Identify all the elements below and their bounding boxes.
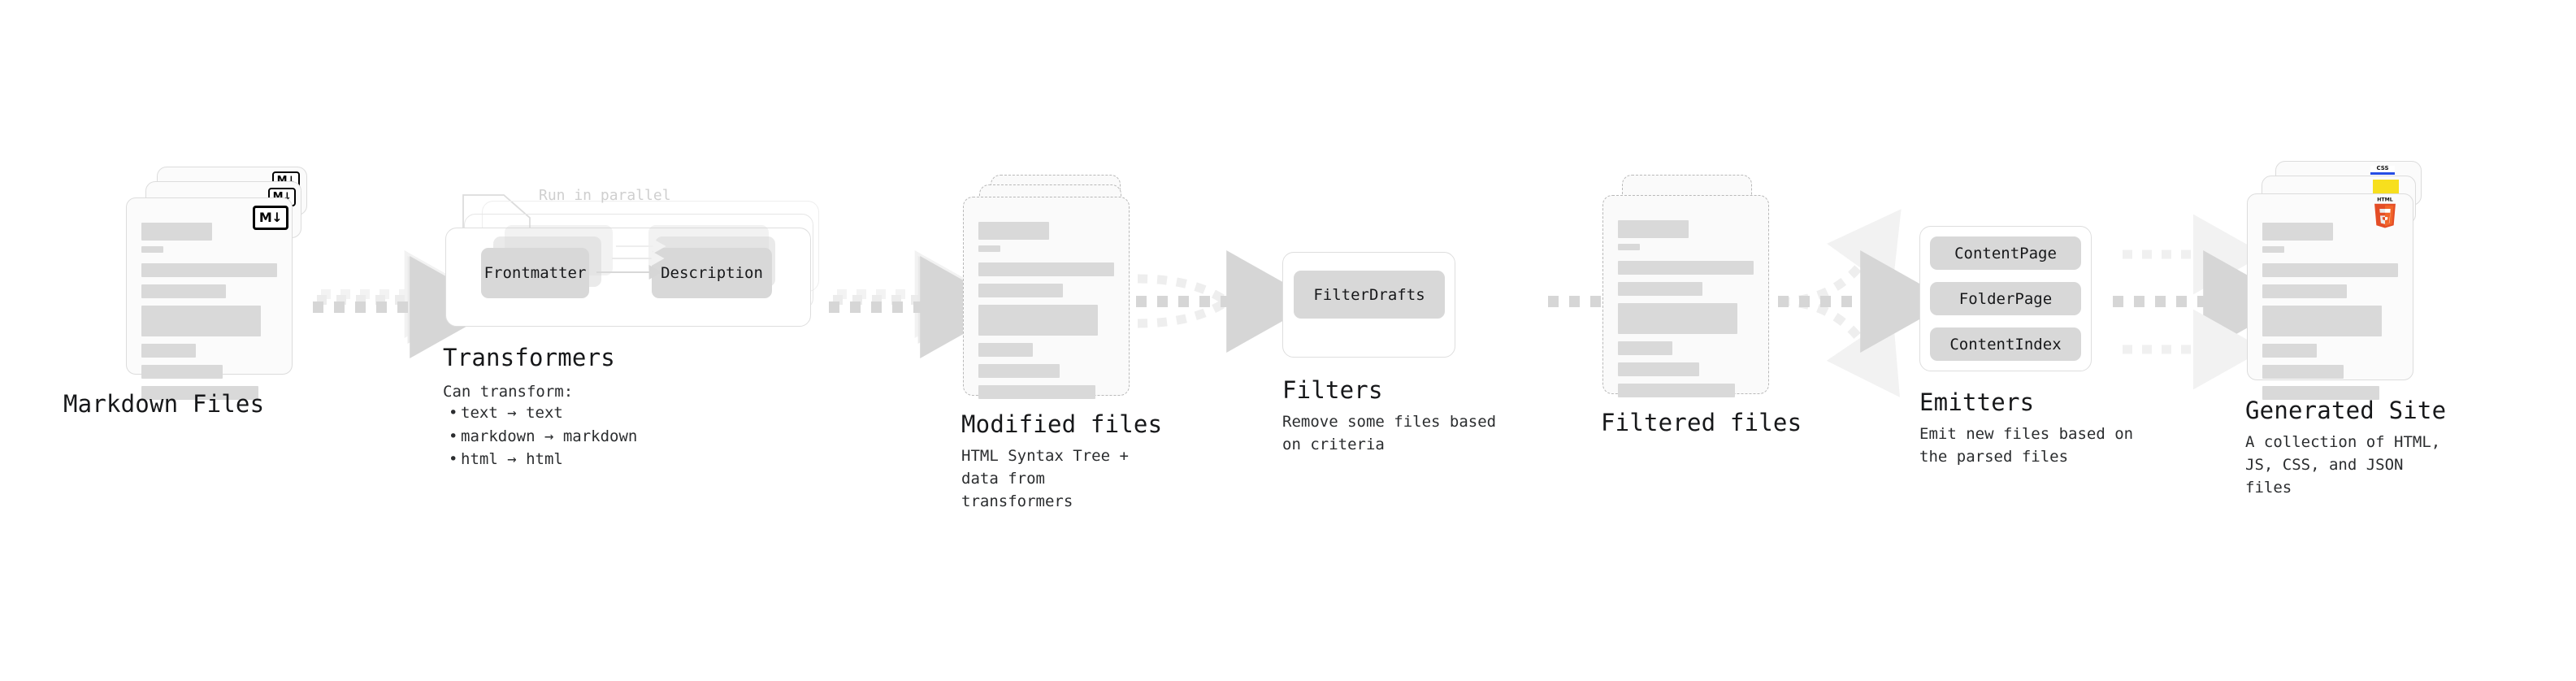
css-badge-bar: [2370, 172, 2395, 175]
css-badge: CSS: [2370, 166, 2395, 176]
doc-line: [1618, 303, 1737, 334]
filtered-file-content: [1618, 220, 1754, 405]
doc-line: [1618, 384, 1735, 397]
transformer-node-description-label: Description: [661, 264, 763, 282]
doc-line: [978, 284, 1063, 297]
doc-line: [978, 343, 1033, 357]
doc-line: [141, 344, 196, 358]
emitter-node-contentpage[interactable]: ContentPage: [1930, 236, 2081, 270]
stage-filters: FilterDrafts Filters Remove some files b…: [1282, 252, 1542, 455]
doc-line: [978, 305, 1098, 336]
stage-title-transformers: Transformers: [443, 344, 615, 371]
doc-line: [2262, 246, 2284, 253]
doc-line: [141, 386, 258, 400]
filters-subtitle: Remove some files based on criteria: [1282, 413, 1497, 454]
doc-line: [978, 262, 1114, 276]
doc-line: [978, 385, 1095, 399]
svg-text:HTML: HTML: [2377, 197, 2392, 202]
doc-line: [1618, 282, 1702, 296]
site-file-content: [2262, 223, 2398, 407]
doc-line: [1618, 244, 1640, 250]
doc-line: [1618, 261, 1754, 275]
stage-title-modified-files: Modified files: [961, 410, 1163, 438]
filter-node-filterdrafts-label: FilterDrafts: [1313, 285, 1425, 304]
doc-line: [2262, 386, 2379, 400]
transformer-node-description[interactable]: Description: [652, 248, 772, 298]
doc-line: [2262, 263, 2398, 277]
markdown-file-card-front: [126, 197, 293, 400]
doc-line: [141, 263, 277, 277]
transformer-node-frontmatter[interactable]: Frontmatter: [481, 248, 589, 298]
doc-line: [1618, 220, 1689, 238]
stage-title-filters: Filters: [1282, 376, 1383, 404]
arrow-markdown-to-transformers: [313, 250, 501, 358]
doc-line: [2262, 344, 2317, 358]
stage-title-markdown-files: Markdown Files: [63, 390, 265, 418]
stage-emitters: ContentPage FolderPage ContentIndex Emit…: [1919, 226, 2196, 466]
filter-node-filterdrafts[interactable]: FilterDrafts: [1294, 271, 1445, 319]
doc-line: [1618, 341, 1672, 355]
stage-filtered-files: Filtered files: [1601, 175, 1802, 436]
stage-modified-files: Modified files HTML Syntax Tree + data f…: [961, 175, 1162, 510]
stage-title-generated-site: Generated Site: [2245, 397, 2447, 424]
modified-files-subtitle: HTML Syntax Tree + data from transformer…: [961, 447, 1129, 511]
emitter-node-folderpage[interactable]: FolderPage: [1930, 282, 2081, 315]
html5-badge: HTML: [2370, 197, 2400, 232]
modified-file-card-front: [963, 197, 1130, 399]
markdown-badge-front: M↓: [253, 206, 288, 230]
doc-line: [2262, 284, 2347, 298]
emitter-node-contentindex[interactable]: ContentIndex: [1930, 327, 2081, 361]
doc-line: [2262, 365, 2344, 379]
list-item: text → text: [443, 401, 637, 425]
run-in-parallel-label: Run in parallel: [539, 187, 671, 204]
doc-line: [141, 365, 223, 379]
doc-line: [141, 246, 163, 253]
transformer-node-frontmatter-label: Frontmatter: [484, 264, 587, 282]
doc-line: [978, 364, 1060, 378]
doc-line: [978, 222, 1049, 240]
stage-title-emitters: Emitters: [1919, 388, 2035, 416]
doc-line: [2262, 306, 2382, 336]
css-badge-label: CSS: [2376, 165, 2389, 171]
doc-line: [141, 284, 226, 298]
stage-transformers: Frontmatter Description Run in parallel …: [443, 187, 868, 471]
emitter-node-contentindex-label: ContentIndex: [1949, 335, 2062, 354]
emitter-node-contentpage-label: ContentPage: [1954, 244, 2057, 262]
stage-generated-site: CSS HTML: [2245, 161, 2458, 497]
markdown-file-content: [141, 223, 277, 407]
html5-shield-icon: HTML: [2374, 197, 2396, 228]
transformer-internal-arrows: [596, 239, 666, 280]
transformers-bullets: text → text markdown → markdown html → h…: [443, 401, 637, 471]
generated-site-subtitle: A collection of HTML, JS, CSS, and JSON …: [2245, 433, 2441, 497]
doc-line: [2262, 223, 2333, 241]
emitters-subtitle: Emit new files based on the parsed files: [1919, 425, 2134, 466]
list-item: markdown → markdown: [443, 425, 637, 449]
transformers-subtitle-head: Can transform:: [443, 383, 574, 401]
modified-file-content: [978, 222, 1114, 406]
filtered-file-card-front: [1602, 195, 1769, 397]
doc-line: [978, 245, 1000, 252]
doc-line: [141, 223, 212, 241]
doc-line: [1618, 362, 1700, 376]
stage-title-filtered-files: Filtered files: [1601, 409, 1802, 436]
emitter-node-folderpage-label: FolderPage: [1958, 289, 2053, 308]
stage-markdown-files: M↓ M↓ M↓ Markdown Files: [63, 167, 313, 418]
js-badge: [2373, 180, 2399, 197]
list-item: html → html: [443, 448, 637, 471]
doc-line: [141, 306, 261, 336]
